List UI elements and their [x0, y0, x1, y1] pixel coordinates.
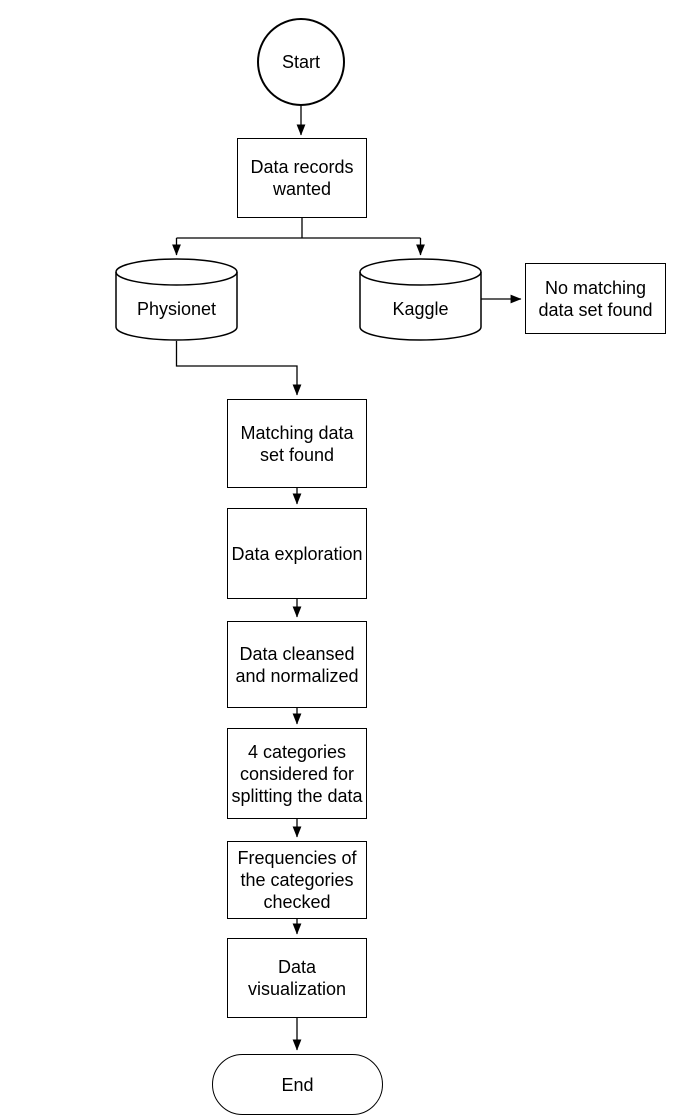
node-categories: 4 categories considered for splitting th… [227, 728, 367, 819]
node-data-visualization-label: Data visualization [247, 957, 347, 999]
node-physionet-label: Physionet [136, 299, 217, 319]
node-physionet: Physionet [116, 278, 237, 340]
edge-branch-trunk [176, 218, 421, 239]
node-categories-label: 4 categories considered for splitting th… [231, 741, 363, 806]
node-frequencies: Frequencies of the categories checked [227, 841, 367, 919]
node-start-label: Start [281, 52, 320, 72]
connectors [172, 106, 522, 1051]
node-data-records-label: Data records wanted [250, 157, 354, 199]
node-frequencies-label: Frequencies of the categories checked [237, 848, 357, 912]
node-kaggle: Kaggle [360, 278, 481, 340]
node-kaggle-label: Kaggle [392, 299, 449, 319]
node-data-exploration: Data exploration [227, 508, 367, 599]
node-end-label: End [281, 1074, 314, 1095]
node-data-visualization: Data visualization [227, 938, 367, 1018]
node-data-exploration-label: Data exploration [231, 543, 363, 564]
node-no-matching-label: No matching data set found [538, 277, 653, 320]
node-data-cleansed-label: Data cleansed and normalized [235, 643, 359, 686]
node-start: Start [257, 18, 345, 106]
node-end: End [212, 1054, 383, 1115]
node-matching-found: Matching data set found [227, 399, 367, 488]
kaggle-cylinder-shape [359, 258, 482, 341]
edge-physionet-match [175, 341, 302, 396]
node-no-matching: No matching data set found [525, 263, 666, 334]
node-data-records: Data records wanted [237, 138, 367, 218]
physionet-cylinder-shape [115, 258, 238, 341]
node-data-cleansed: Data cleansed and normalized [227, 621, 367, 708]
node-matching-found-label: Matching data set found [240, 422, 354, 465]
